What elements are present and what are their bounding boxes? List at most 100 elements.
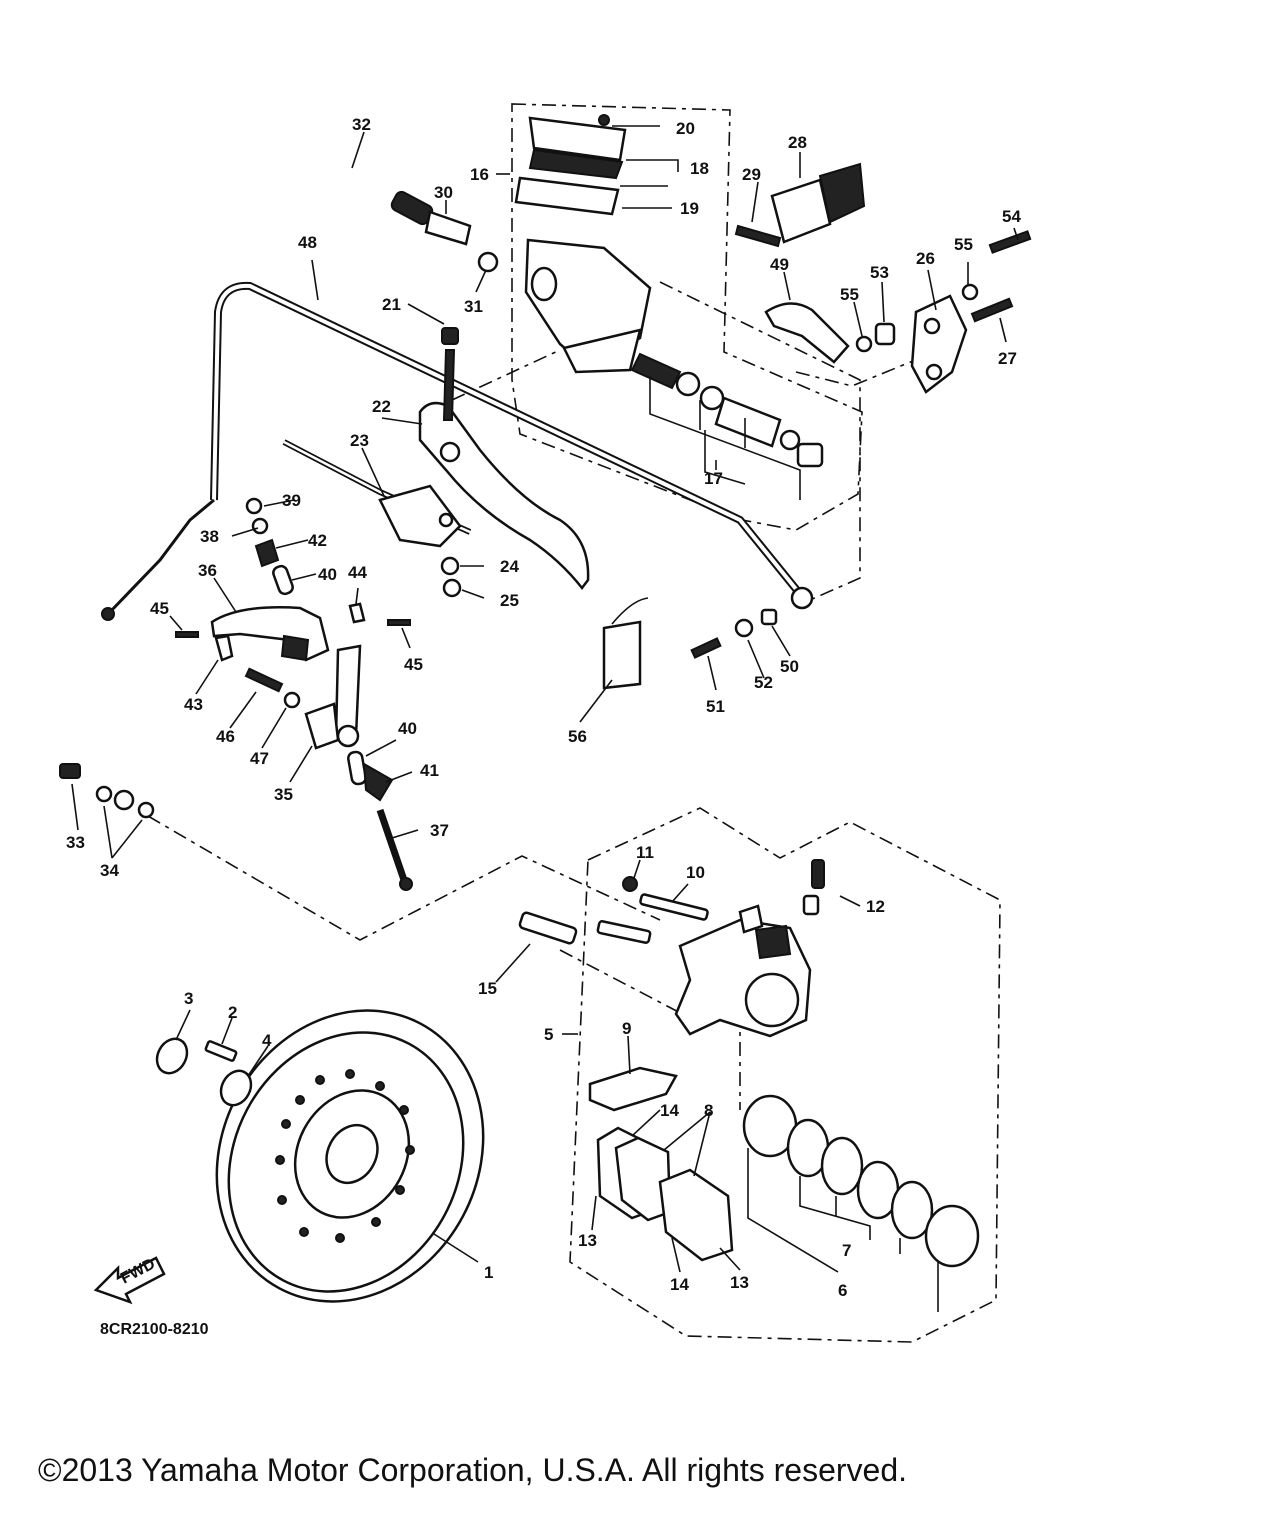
callout-55a: 55 xyxy=(840,285,859,304)
callout-18: 18 xyxy=(690,159,709,178)
callout-49: 49 xyxy=(770,255,789,274)
callout-3: 3 xyxy=(184,989,193,1008)
pad-spring-9 xyxy=(588,1066,678,1112)
cable-32 xyxy=(119,113,434,781)
callout-45a: 45 xyxy=(150,599,169,618)
linkage-35 xyxy=(304,644,362,750)
callout-25: 25 xyxy=(500,591,519,610)
callout-28: 28 xyxy=(788,133,807,152)
callout-47: 47 xyxy=(250,749,269,768)
callout-42: 42 xyxy=(308,531,327,550)
washer-38 xyxy=(251,517,269,535)
callout-36: 36 xyxy=(198,561,217,580)
callout-29: 29 xyxy=(742,165,761,184)
callout-30: 30 xyxy=(434,183,453,202)
master-cylinder xyxy=(424,114,652,374)
callout-43: 43 xyxy=(184,695,203,714)
washer-39 xyxy=(245,497,263,515)
callout-16: 16 xyxy=(470,165,489,184)
pin-45b xyxy=(387,619,411,626)
leader-lines xyxy=(71,125,1019,1273)
piston-kit xyxy=(630,352,824,500)
callout-20: 20 xyxy=(676,119,695,138)
washer-55b xyxy=(961,283,979,301)
callout-4: 4 xyxy=(262,1031,272,1050)
callout-46: 46 xyxy=(216,727,235,746)
washer-55a xyxy=(855,335,873,353)
callout-45b: 45 xyxy=(404,655,423,674)
label-tag-56 xyxy=(602,620,642,690)
nut-25 xyxy=(442,578,462,598)
callout-37: 37 xyxy=(430,821,449,840)
bolt-15 xyxy=(518,911,578,945)
callout-34: 34 xyxy=(100,861,119,880)
guide-line-switch xyxy=(659,281,861,601)
callout-50: 50 xyxy=(780,657,799,676)
callout-5: 5 xyxy=(544,1025,553,1044)
callout-52: 52 xyxy=(754,673,773,692)
guide-line-lever xyxy=(451,349,561,401)
reservoir-cap-icon xyxy=(528,116,627,162)
callout-13a: 13 xyxy=(578,1231,597,1250)
brake-switch xyxy=(734,162,866,248)
circlip-3 xyxy=(155,1037,189,1075)
guide-line-bracket xyxy=(795,353,931,387)
callout-31: 31 xyxy=(464,297,483,316)
washer-24 xyxy=(440,556,460,576)
caliper xyxy=(674,859,825,1038)
callout-33: 33 xyxy=(66,833,85,852)
guide-line-pads xyxy=(559,949,691,1019)
washer-52 xyxy=(734,618,754,638)
callout-6: 6 xyxy=(838,1281,847,1300)
callout-32: 32 xyxy=(352,115,371,134)
clip-44 xyxy=(348,602,366,624)
master-cylinder-group-outline xyxy=(511,103,863,531)
caliper-pistons xyxy=(742,1094,980,1312)
copyright-notice: ©2013 Yamaha Motor Corporation, U.S.A. A… xyxy=(38,1452,908,1488)
lever-49 xyxy=(764,302,850,364)
callout-27: 27 xyxy=(998,349,1017,368)
washer-4 xyxy=(219,1069,253,1107)
callout-19: 19 xyxy=(680,199,699,218)
screw-11 xyxy=(622,876,638,892)
callout-8: 8 xyxy=(704,1101,713,1120)
callout-2: 2 xyxy=(228,1003,237,1022)
bolt-27 xyxy=(970,297,1014,323)
callout-44: 44 xyxy=(348,563,367,582)
bolt-10b xyxy=(596,920,652,944)
brake-disc xyxy=(215,1009,485,1303)
callout-22: 22 xyxy=(372,397,391,416)
callout-26: 26 xyxy=(916,249,935,268)
callout-35: 35 xyxy=(274,785,293,804)
callout-14a: 14 xyxy=(660,1101,679,1120)
diaphragm-icon xyxy=(514,176,620,216)
adjuster-30-icon xyxy=(424,210,472,246)
pin-40a xyxy=(272,564,294,596)
brake-pads xyxy=(596,1126,734,1262)
callout-15: 15 xyxy=(478,979,497,998)
bolt-33 xyxy=(59,763,81,779)
collar-50 xyxy=(760,608,778,626)
callout-48: 48 xyxy=(298,233,317,252)
caliper-group-outline xyxy=(569,807,1001,1343)
bolt-46 xyxy=(244,667,284,693)
callout-53: 53 xyxy=(870,263,889,282)
nut-37 xyxy=(399,877,413,891)
clip-43 xyxy=(214,634,234,662)
rod-37 xyxy=(376,808,408,882)
callout-51: 51 xyxy=(706,697,725,716)
cable-48 xyxy=(101,281,814,621)
drawing-code: 8CR2100-8210 xyxy=(100,1321,209,1338)
callout-11: 11 xyxy=(636,843,654,862)
callout-10: 10 xyxy=(686,863,705,882)
brake-lever xyxy=(378,327,590,591)
bracket-26 xyxy=(910,294,968,394)
callout-24: 24 xyxy=(500,557,519,576)
key-2 xyxy=(204,1040,238,1062)
callout-54: 54 xyxy=(1002,207,1021,226)
callout-40a: 40 xyxy=(318,565,337,584)
callout-9: 9 xyxy=(622,1019,631,1038)
callout-13b: 13 xyxy=(730,1273,749,1292)
bolt-51 xyxy=(690,637,722,659)
callout-7: 7 xyxy=(842,1241,851,1260)
